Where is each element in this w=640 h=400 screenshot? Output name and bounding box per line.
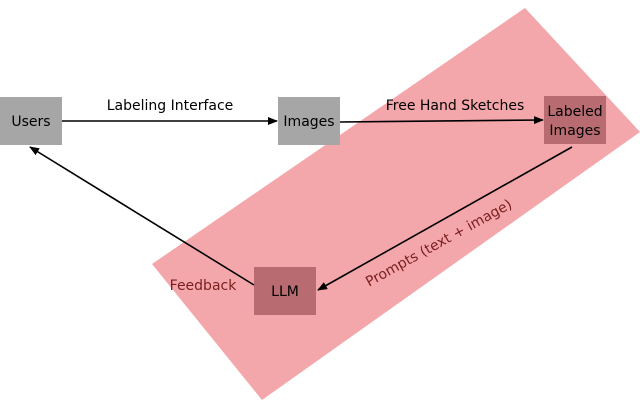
- edge-label-free-hand-sketches: Free Hand Sketches: [386, 98, 525, 114]
- node-labeled-images: Labeled Images: [544, 96, 606, 144]
- edge-label-feedback: Feedback: [170, 278, 238, 294]
- edge-label-labeling-interface: Labeling Interface: [107, 98, 234, 114]
- node-users-label: Users: [11, 114, 50, 130]
- edge-llm-to-users: [29, 146, 255, 286]
- node-images-label: Images: [283, 114, 334, 130]
- edge-labeled-to-llm: [317, 146, 573, 291]
- node-users: Users: [0, 97, 62, 145]
- node-llm: LLM: [254, 267, 316, 315]
- node-llm-label: LLM: [271, 284, 299, 300]
- node-labeled-images-label-line2: Images: [549, 123, 600, 139]
- node-images: Images: [278, 97, 340, 145]
- highlight-region: [152, 8, 640, 400]
- node-labeled-images-label-line1: Labeled: [547, 104, 602, 120]
- edge-images-to-labeled: [339, 116, 544, 125]
